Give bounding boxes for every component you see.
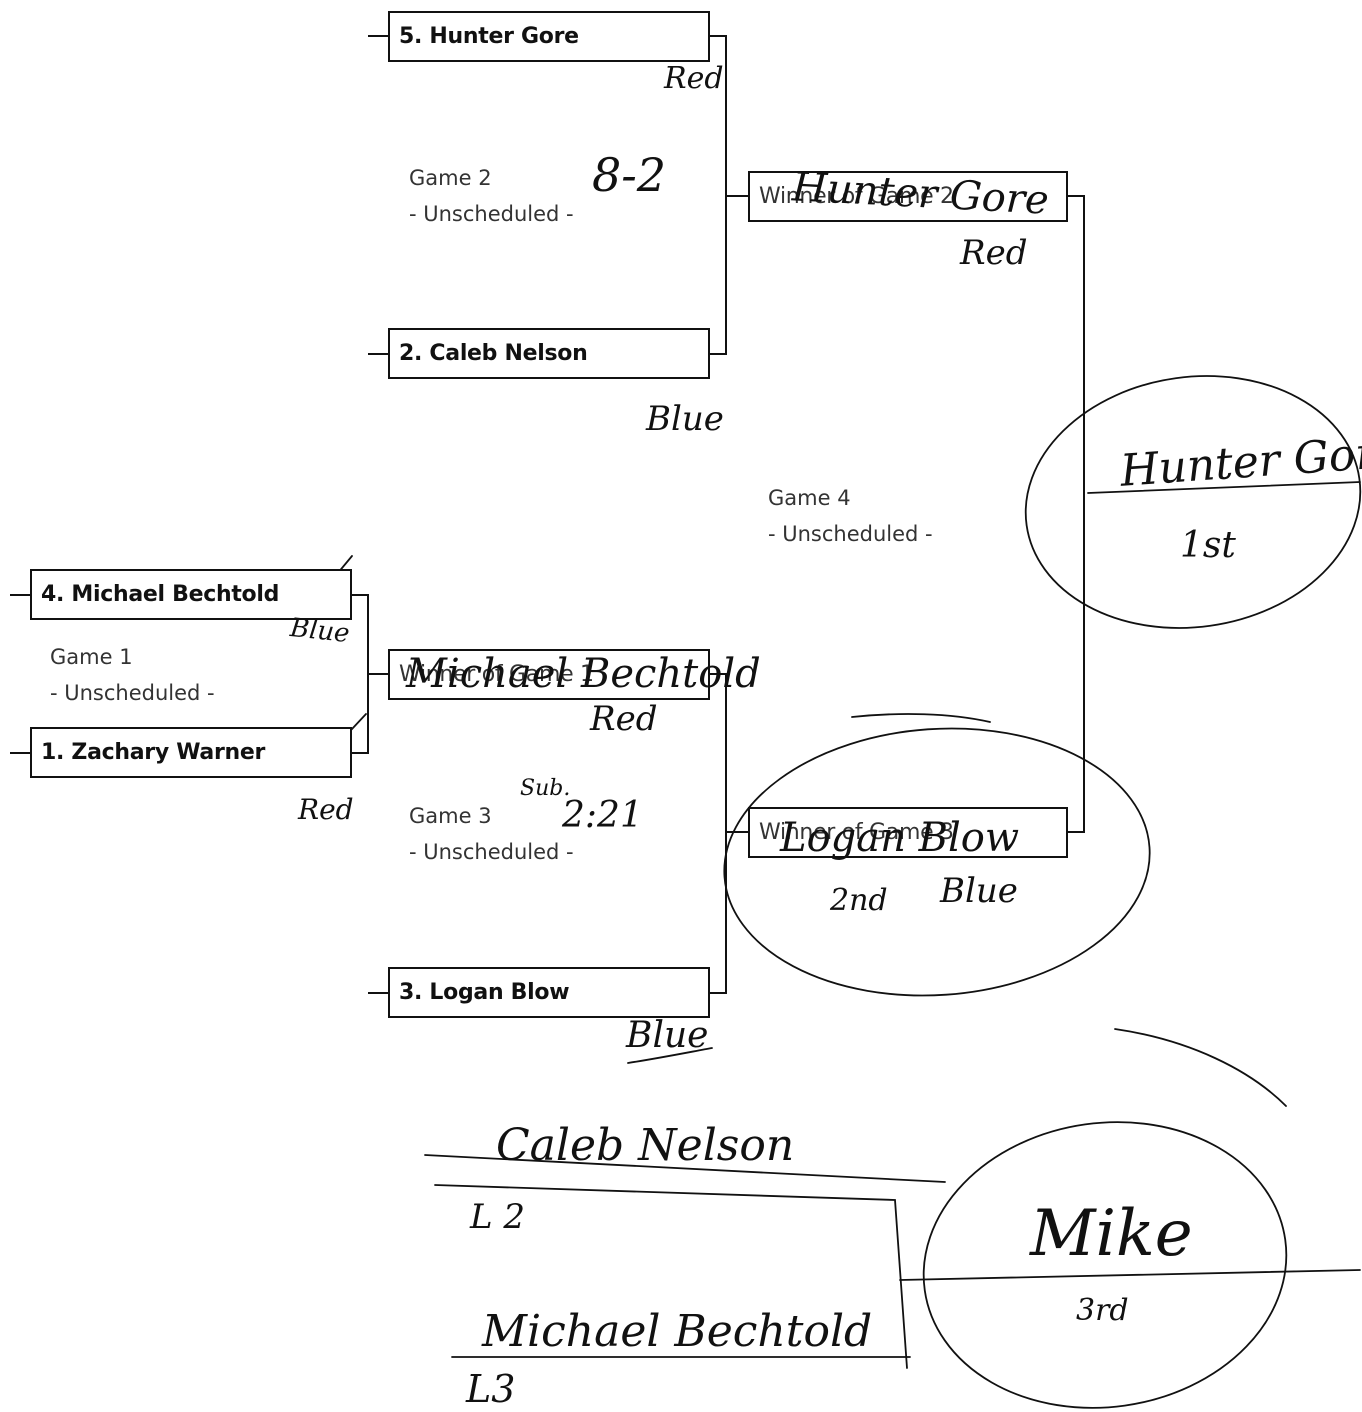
hw-score-game2: 8-2 bbox=[592, 148, 667, 202]
hw-blue-blow: Blue bbox=[626, 1015, 709, 1056]
hw-red-game2: Red bbox=[960, 233, 1028, 273]
hw-blue-bechtold: Blue bbox=[288, 612, 351, 650]
hw-sub: Sub. bbox=[520, 776, 571, 801]
hw-third-place: 3rd bbox=[1076, 1293, 1129, 1328]
hw-winner-game1: Michael Bechtold bbox=[406, 651, 761, 697]
game1-label: Game 1 bbox=[50, 645, 133, 669]
game1-info: Game 1 - Unscheduled - bbox=[50, 639, 215, 711]
seed-3-name: 3. Logan Blow bbox=[399, 980, 570, 1005]
hw-first-place: 1st bbox=[1180, 525, 1236, 566]
game1-status: - Unscheduled - bbox=[50, 681, 215, 705]
game2-info: Game 2 - Unscheduled - bbox=[409, 160, 574, 232]
hw-l2: L 2 bbox=[470, 1197, 526, 1237]
seed-5-box: 5. Hunter Gore bbox=[388, 11, 710, 62]
hw-blue-nelson: Blue bbox=[646, 399, 724, 439]
seed-5-name: 5. Hunter Gore bbox=[399, 24, 579, 49]
game4-label: Game 4 bbox=[768, 486, 851, 510]
game2-label: Game 2 bbox=[409, 166, 492, 190]
hw-time-game3: 2:21 bbox=[562, 795, 643, 836]
game4-status: - Unscheduled - bbox=[768, 522, 933, 546]
game4-info: Game 4 - Unscheduled - bbox=[768, 480, 933, 552]
winner-game2-box: Winner of Game 2 bbox=[748, 171, 1068, 222]
game3-info: Game 3 - Unscheduled - bbox=[409, 798, 574, 870]
hw-red-game1: Red bbox=[590, 699, 658, 739]
hw-second-place: 2nd bbox=[830, 883, 888, 918]
winner-game3-box: Winner of Game 3 bbox=[748, 807, 1068, 858]
winner-game3-placeholder: Winner of Game 3 bbox=[759, 820, 954, 845]
seed-4-box: 4. Michael Bechtold bbox=[30, 569, 352, 620]
seed-1-name: 1. Zachary Warner bbox=[41, 740, 266, 765]
winner-game1-placeholder: Winner of Game 1 bbox=[399, 662, 594, 687]
hw-red-warner: Red bbox=[298, 793, 354, 826]
hw-blue-game3: Blue bbox=[940, 871, 1018, 911]
hw-loser-bottom: Michael Bechtold bbox=[482, 1306, 873, 1357]
hw-winner-game3: Logan Blow bbox=[780, 815, 1020, 861]
hw-red-gore: Red bbox=[664, 61, 724, 96]
winner-game1-box: Winner of Game 1 bbox=[388, 649, 710, 700]
seed-2-name: 2. Caleb Nelson bbox=[399, 341, 588, 366]
seed-4-name: 4. Michael Bechtold bbox=[41, 582, 280, 607]
game3-status: - Unscheduled - bbox=[409, 840, 574, 864]
hw-third-winner: Mike bbox=[1030, 1197, 1193, 1271]
seed-3-box: 3. Logan Blow bbox=[388, 967, 710, 1018]
winner-game2-placeholder: Winner of Game 2 bbox=[759, 184, 954, 209]
game3-label: Game 3 bbox=[409, 804, 492, 828]
seed-2-box: 2. Caleb Nelson bbox=[388, 328, 710, 379]
seed-1-box: 1. Zachary Warner bbox=[30, 727, 352, 778]
hw-l3: L3 bbox=[466, 1367, 516, 1411]
hw-loser-top: Caleb Nelson bbox=[496, 1120, 795, 1171]
game2-status: - Unscheduled - bbox=[409, 202, 574, 226]
